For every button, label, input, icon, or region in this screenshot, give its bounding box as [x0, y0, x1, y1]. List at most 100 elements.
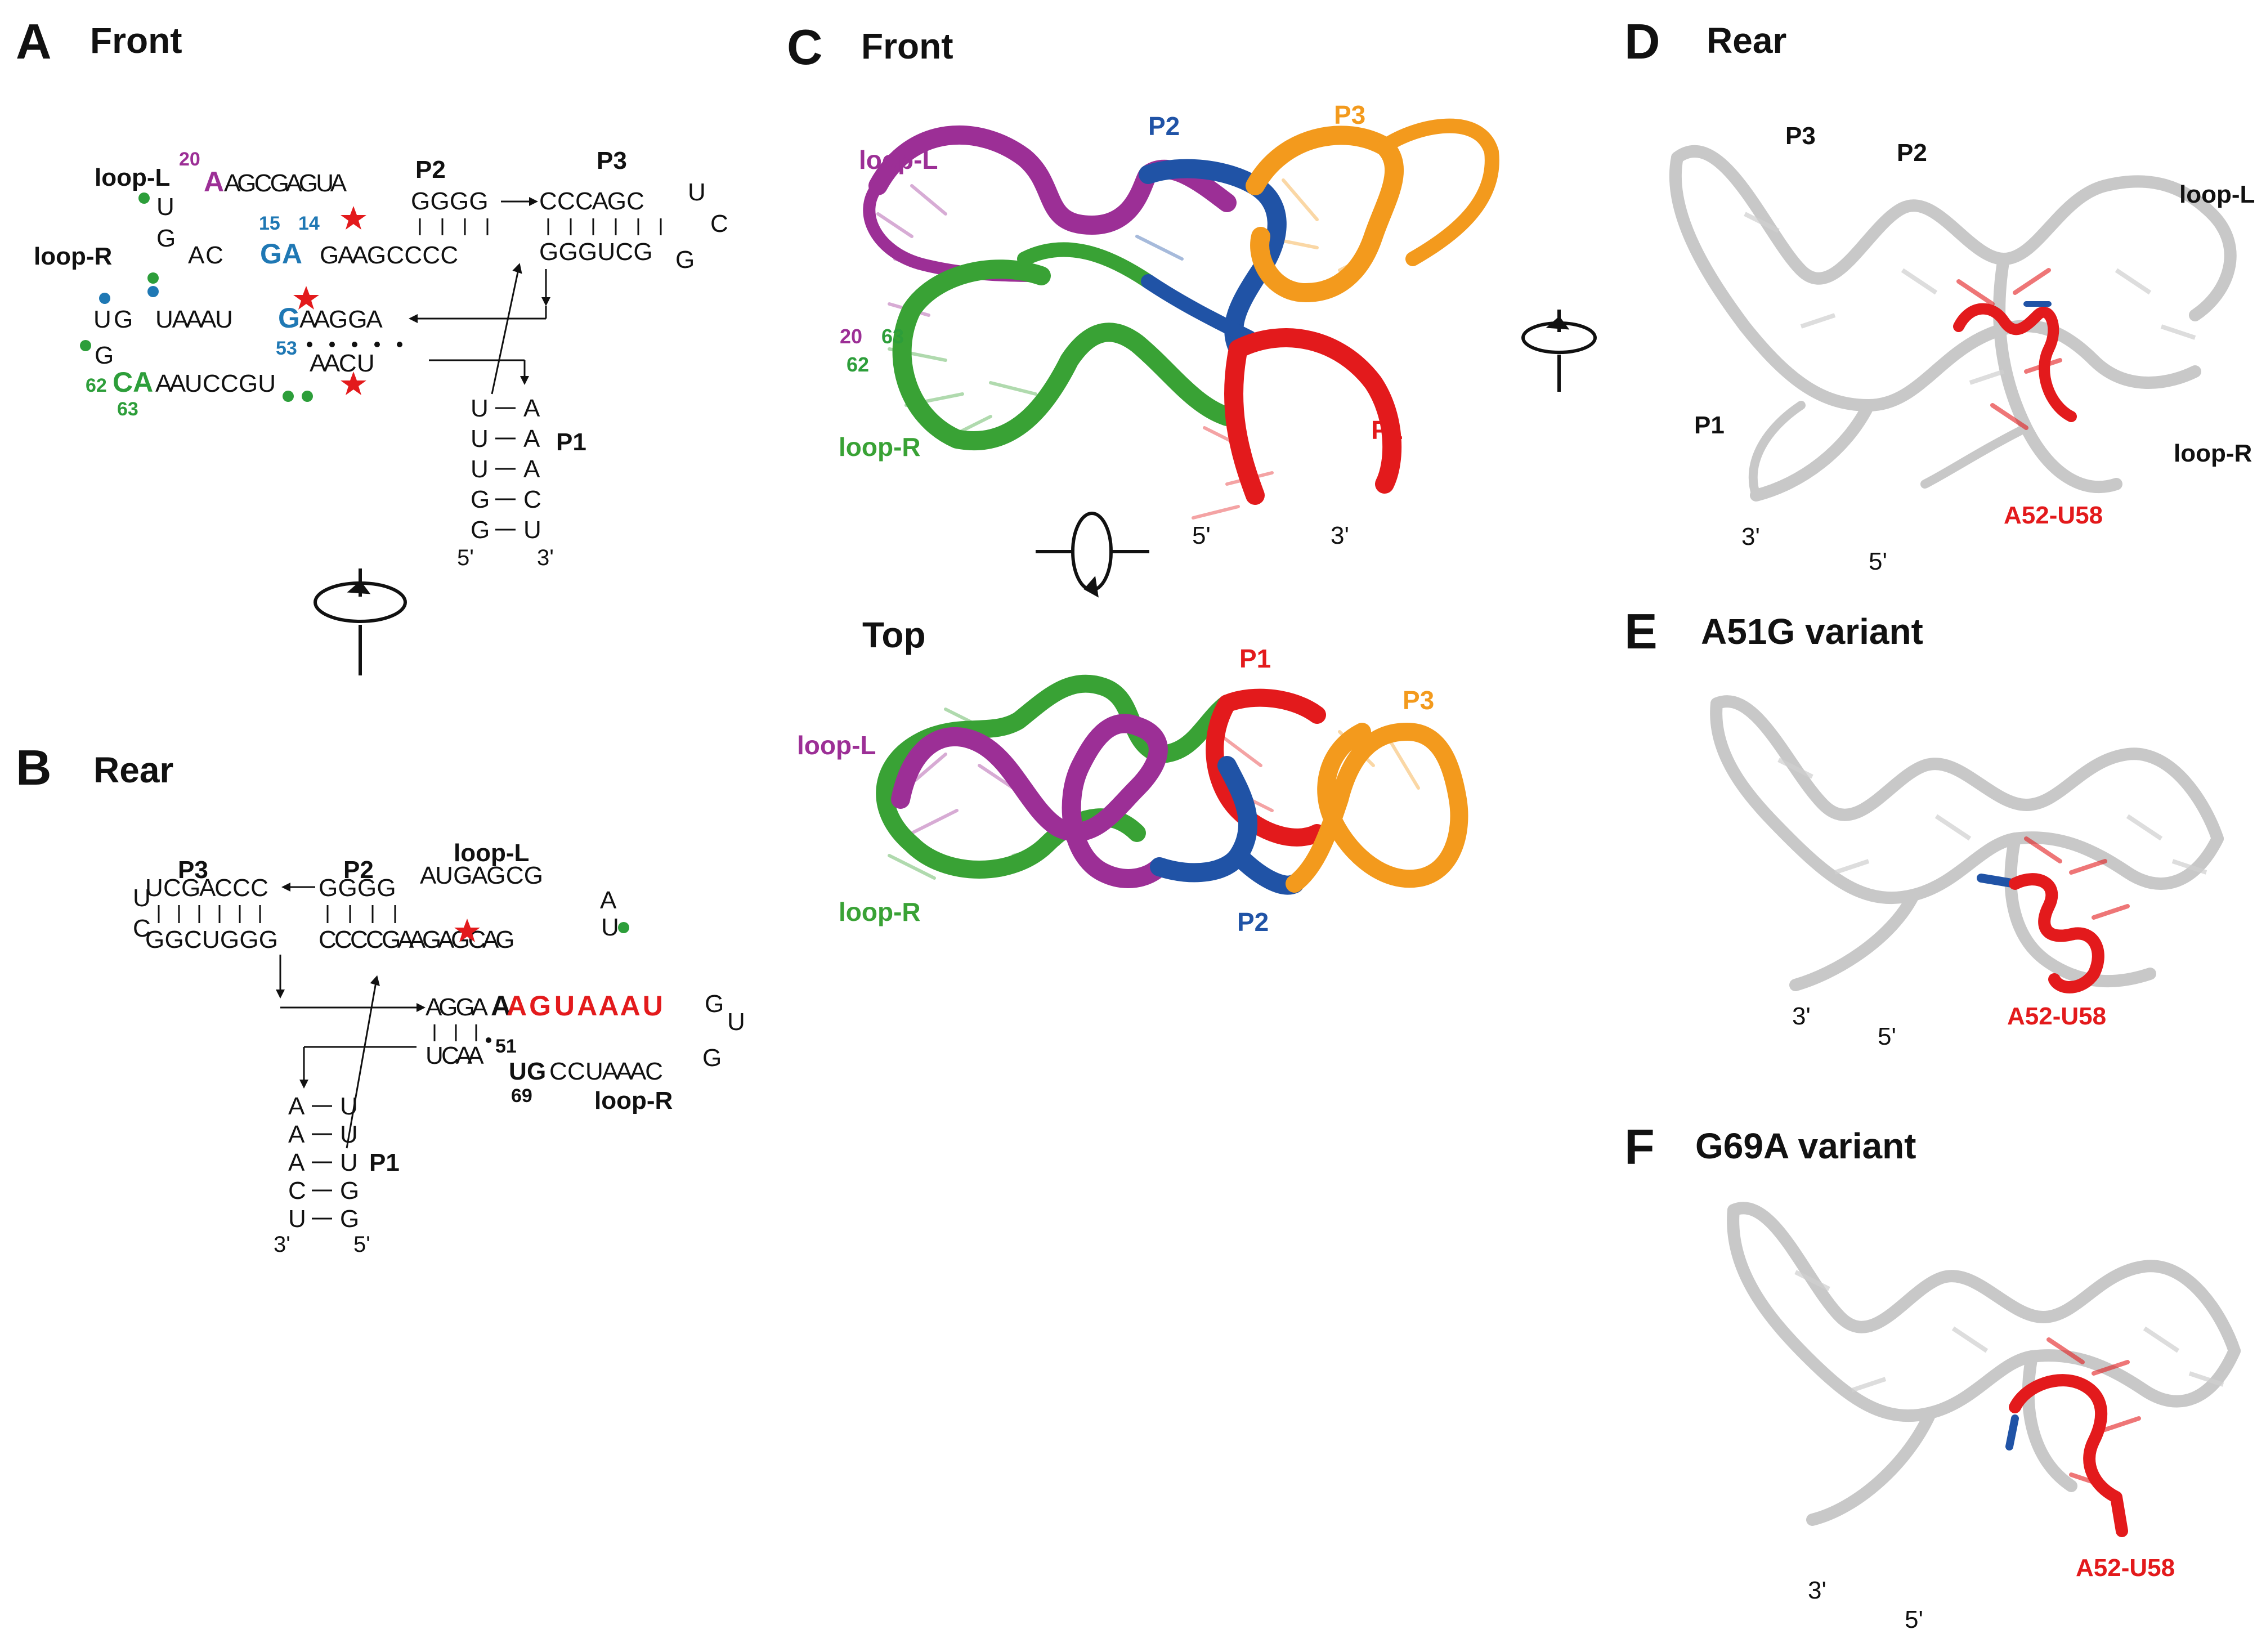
loop-r-ribbon [876, 674, 1236, 879]
p1-right-base: G [340, 1177, 359, 1205]
seq-p3-loop2: C [710, 210, 728, 238]
seq-top-strand: A G C G A G U A [224, 169, 347, 197]
seq-p3-loop1: U [688, 178, 706, 206]
p3-ribbon [1286, 723, 1468, 893]
five-prime-label: 5' [1192, 522, 1211, 549]
panel-e-letter: E [1624, 603, 1658, 659]
seq-loopr-top-c: A A G G A [299, 306, 383, 333]
five-prime-label: 5' [353, 1232, 370, 1257]
p1-left-base: A [288, 1093, 305, 1120]
p1-left-base: C [288, 1177, 306, 1205]
p1-left-base: U [288, 1205, 306, 1233]
star-marker [293, 286, 319, 310]
green-dot-marker [138, 192, 150, 204]
label-p3: P3 [597, 147, 627, 174]
panel-b-title: Rear [93, 750, 174, 790]
panel-f-letter: F [1624, 1119, 1655, 1175]
three-prime-label: 3' [1741, 523, 1760, 550]
seq-loopr-g: G [95, 342, 114, 369]
label-p1: P1 [1239, 644, 1271, 673]
label-pair: A52-U58 [2007, 1002, 2106, 1030]
p1-left-base: U [471, 455, 489, 483]
label-loop-r: loop-R [839, 432, 921, 462]
label-p3: P3 [1334, 100, 1365, 129]
panel-f-3d-model: A52-U58 3' 5' [1727, 1202, 2241, 1633]
label-p3: P3 [1785, 122, 1816, 150]
seq-loopr-top-b: U A A A U [155, 306, 231, 333]
seq-p2-top: G G G G [411, 187, 486, 215]
seq-p3-loop3: G [675, 246, 695, 274]
seq-p3-bot: G G G U C G [539, 238, 651, 266]
seq-loopr-top-a: U G [93, 306, 131, 333]
panel-e-3d-model: A52-U58 3' 5' [1710, 695, 2224, 1050]
seq-loopl-top: A U G A G C G [420, 862, 541, 889]
p1-left-base: A [288, 1121, 305, 1148]
label-loop-r: loop-R [839, 897, 921, 926]
red-highlight-strand [2009, 873, 2104, 993]
num-63: 63 [881, 325, 904, 348]
seq-agga: A G G A [426, 993, 489, 1021]
p1-right-base: U [523, 516, 541, 544]
num-15: 15 [259, 213, 280, 234]
p3-ribbon [1246, 126, 1404, 302]
label-loop-l: loop-L [797, 731, 876, 760]
seq-left-g: G [156, 225, 176, 252]
p1-ribbon [1224, 328, 1402, 505]
five-prime-label: 5' [1869, 548, 1887, 575]
seq-p3-bot: G G C U G G G [145, 926, 276, 953]
p1-right-base: G [340, 1205, 359, 1233]
seq-loopr-bot-c: A A C U [310, 350, 373, 377]
seq-p3-top: C C C A G C [539, 187, 644, 215]
loop-r-ribbon [892, 259, 1237, 451]
green-dot-marker [283, 391, 294, 402]
label-loop-l: loop-L [859, 145, 938, 174]
p1-right-base: A [523, 455, 540, 483]
label-p1: P1 [556, 428, 586, 456]
panel-e-title: A51G variant [1701, 611, 1923, 652]
p1-right-base: U [340, 1093, 358, 1120]
label-p2: P2 [1148, 111, 1180, 141]
label-pair: A52-U58 [2004, 502, 2103, 529]
label-p2: P2 [1897, 139, 1927, 167]
panel-c-title-top: Top [862, 615, 926, 655]
base-a51: A [491, 990, 511, 1022]
num-14: 14 [298, 213, 320, 234]
p1-right-base: A [523, 395, 540, 422]
panel-c-front-3d-model: loop-L P2 P3 20 63 62 loop-R P1 5' 3' [839, 100, 1499, 549]
panel-d-3d-model: P3 P2 loop-L P1 loop-R A52-U58 3' 5' [1669, 122, 2255, 575]
label-p2: P2 [343, 856, 374, 884]
label-p1: P1 [369, 1149, 400, 1176]
three-prime-label: 3' [1792, 1002, 1811, 1030]
label-loop-l: loop-L [95, 164, 170, 191]
loop-l-ribbon [891, 714, 1169, 888]
three-prime-label: 3' [1331, 522, 1349, 549]
panel-d-letter: D [1624, 14, 1660, 69]
num-20: 20 [840, 325, 862, 348]
panel-c-title-front: Front [861, 26, 953, 66]
label-p1: P1 [1694, 411, 1725, 439]
seq-loopl-u: U [601, 914, 619, 941]
blue-segment [2005, 1414, 2019, 1450]
p1-left-base: G [471, 516, 490, 544]
star-marker [341, 206, 366, 230]
panel-b-secondary-structure: P3 P2 loop-L loop-R P1 U U C G A C C C G… [133, 839, 745, 1257]
p1-left-base: U [471, 425, 489, 453]
label-loop-l: loop-L [2179, 181, 2255, 208]
rotate-horizontal-icon [1036, 512, 1149, 598]
three-prime-label: 3' [537, 545, 554, 570]
red-highlight-strand [2009, 1374, 2128, 1537]
label-loop-r: loop-R [2174, 440, 2252, 467]
p1-left-base: G [471, 486, 490, 513]
seq-loopr-g53: G [278, 302, 300, 334]
rotate-vertical-icon [1521, 310, 1597, 392]
seq-p3-u: U [133, 884, 151, 912]
label-loop-r: loop-R [34, 243, 112, 270]
panel-f-title: G69A variant [1695, 1126, 1916, 1166]
label-loop-r: loop-R [594, 1087, 673, 1114]
seq-mid-a: A C [188, 241, 223, 269]
label-pair: A52-U58 [2076, 1554, 2175, 1582]
seq-loopl-a: A [600, 887, 617, 914]
p1-helix: A A A C U U U U G G 3' 5' [274, 1093, 370, 1257]
p1-right-base: A [523, 425, 540, 453]
seq-right-u: U [727, 1008, 745, 1036]
